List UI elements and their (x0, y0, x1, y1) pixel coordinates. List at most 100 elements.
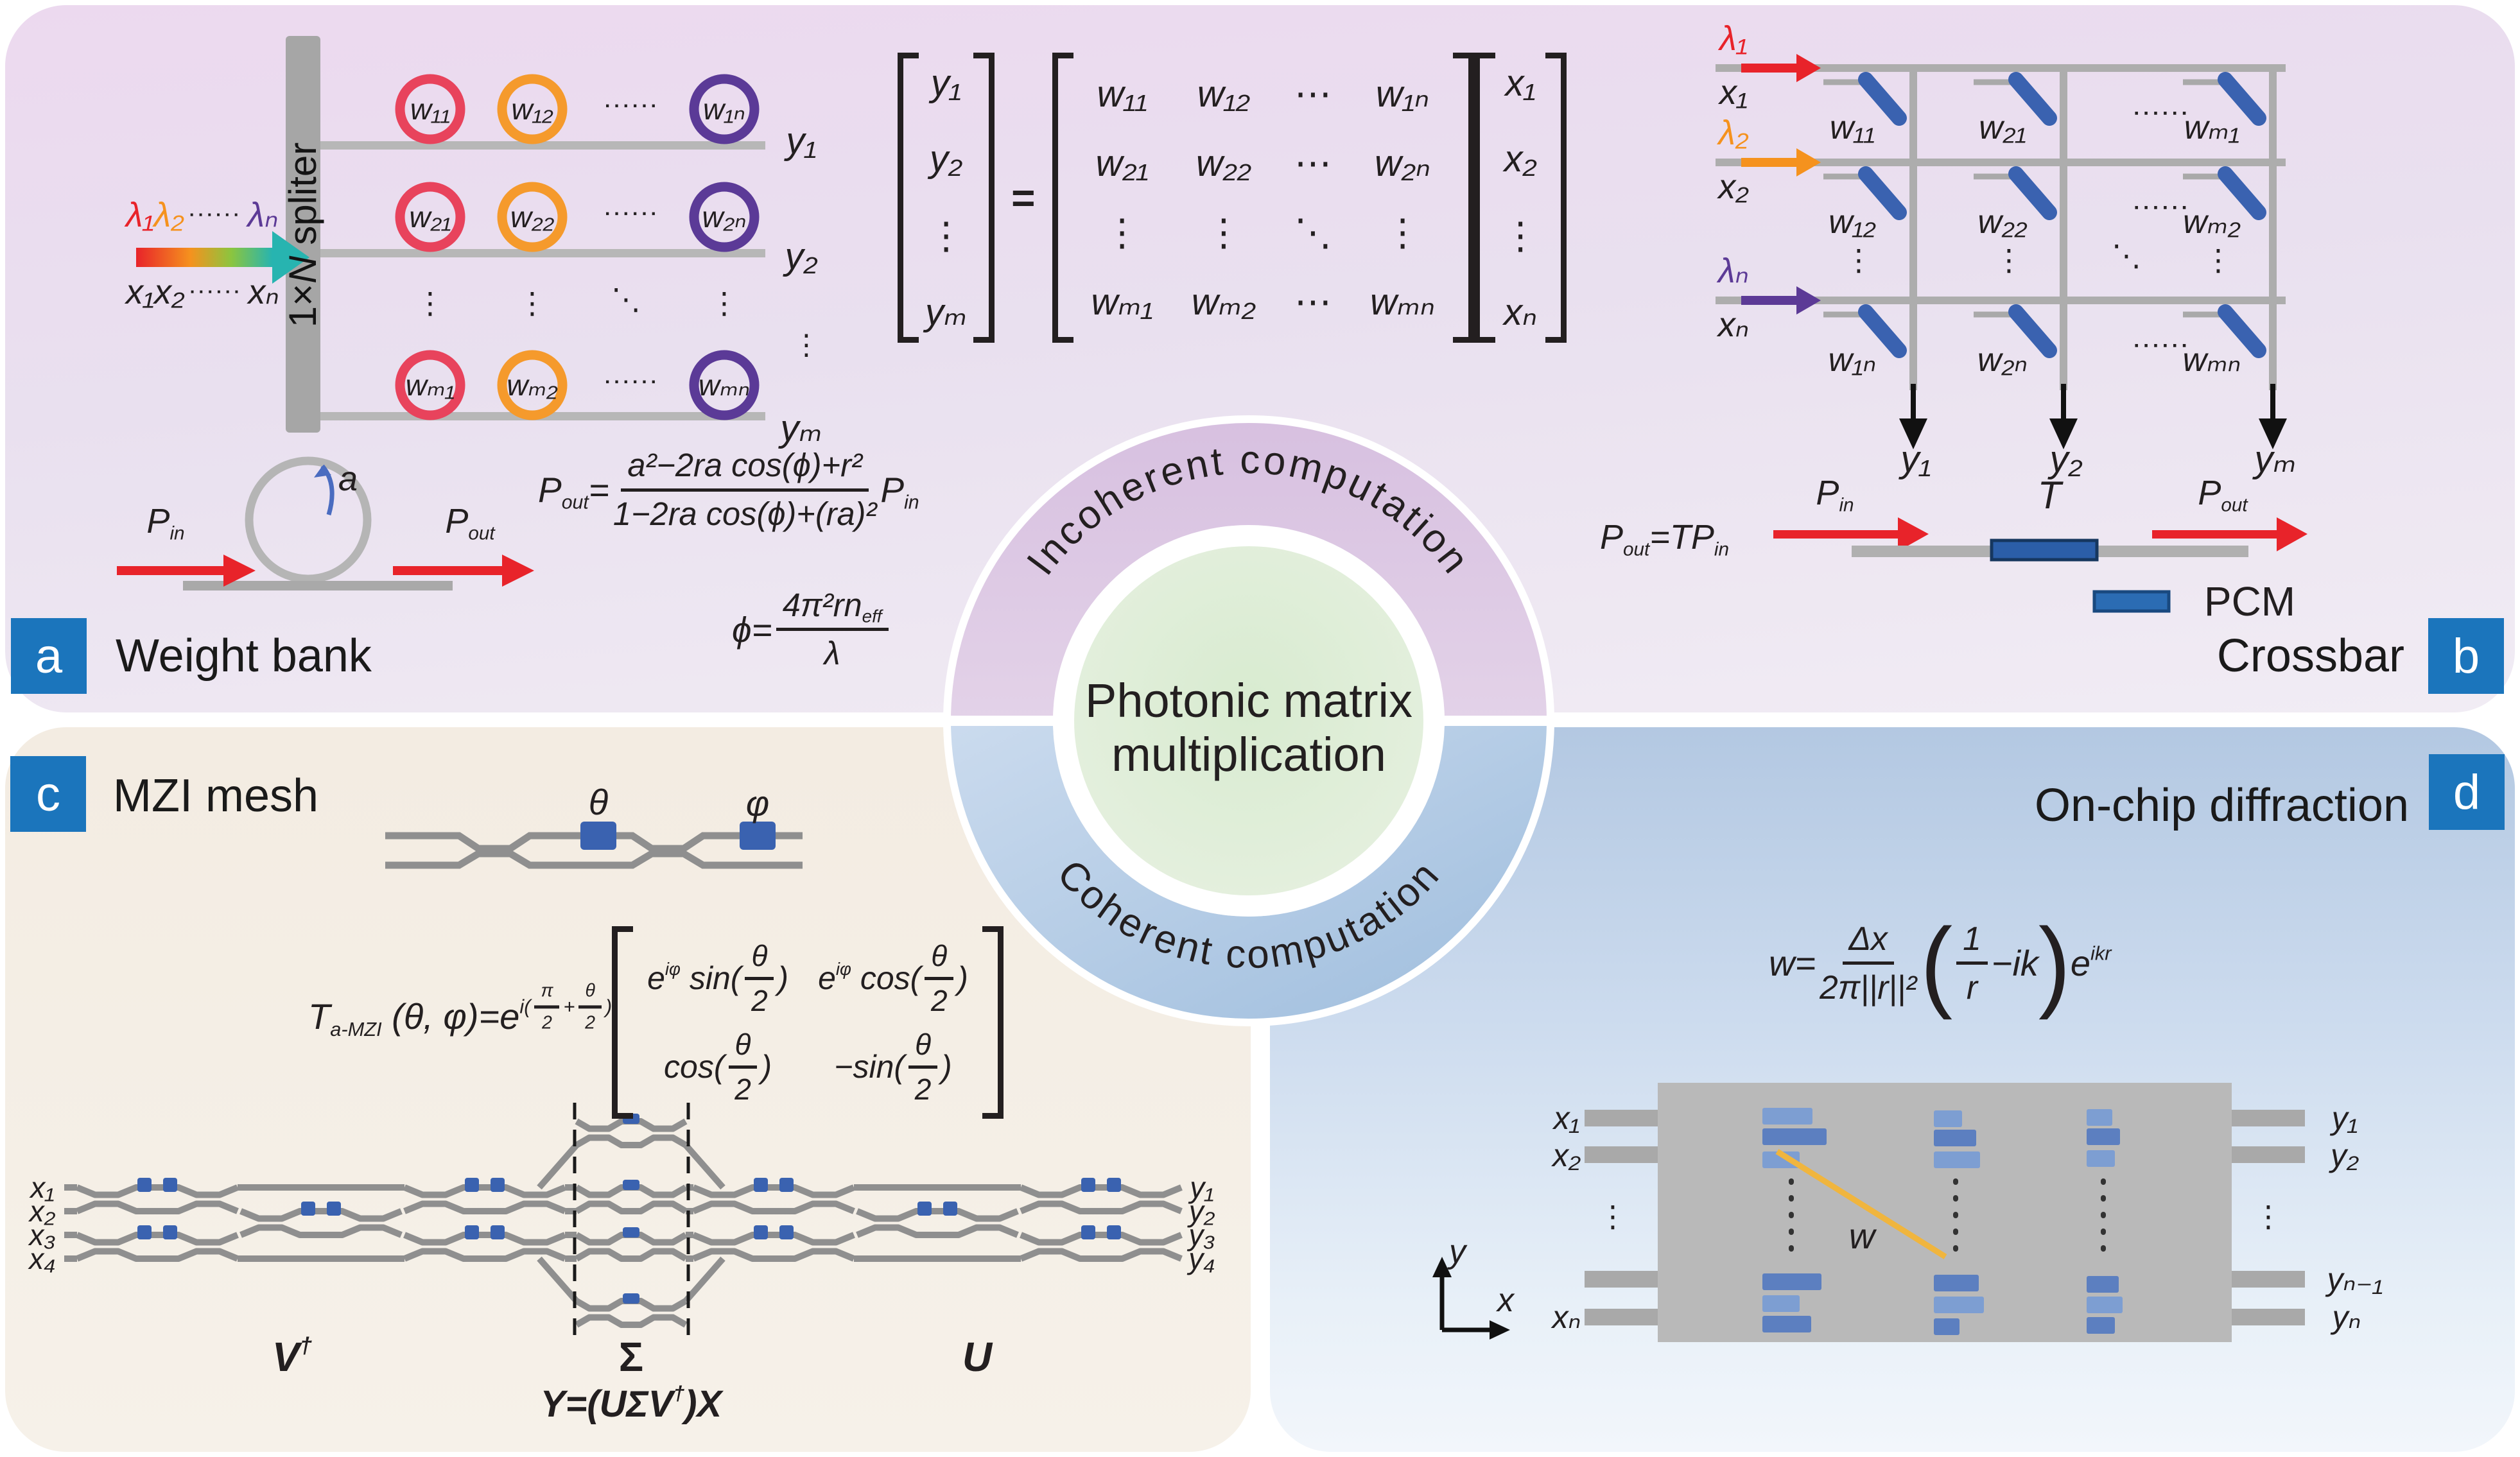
crossbar-weight-label: w₁₁ (1829, 109, 1875, 146)
weight-bank-title: Weight bank (116, 630, 372, 682)
chip-output-dots: ⋮ (2254, 1200, 2283, 1233)
mzi-unit (385, 822, 803, 869)
phi-phase-shifter (740, 822, 776, 850)
crossbar-output-label: y₁ (1900, 438, 1931, 480)
mzi-mesh-title: MZI mesh (113, 770, 319, 822)
crossbar-input-arrows (1741, 54, 1821, 315)
lambda1-label: λ₁ (126, 196, 154, 234)
y-vector: y₁ y₂ ⋮ yₘ (919, 53, 973, 343)
y-axis-label: y (1449, 1233, 1466, 1270)
ring-weight-label: wₘ₂ (507, 368, 558, 402)
pcm-transmission-sketch (1773, 517, 2307, 613)
crossbar-row-dots: ∙∙∙∙∙∙ (2133, 101, 2191, 125)
mesh-output-label: y₃ (1188, 1218, 1215, 1252)
bracket (1453, 53, 1475, 343)
ring-col-dots: ⋮ (517, 286, 547, 320)
center-wheel: Incoherent computation Coherent computat… (943, 415, 1554, 1026)
ring-diag-dots: ⋱ (611, 282, 641, 316)
vector-entry: x₁ (1505, 62, 1536, 104)
x-axis-label: x (1497, 1282, 1514, 1319)
ring-weight-label: w₁ₙ (702, 92, 746, 126)
vector-entry: xₙ (1504, 291, 1538, 333)
pin-arrow (223, 555, 256, 587)
splitter-label: 1×N spliter (281, 142, 324, 328)
ring-weight-label: w₁₂ (511, 92, 553, 126)
crossbar-output-label: yₘ (2254, 438, 2297, 480)
vector-entry: y₁ (930, 62, 962, 104)
vector-entry: y₂ (930, 138, 963, 180)
bracket (973, 53, 995, 343)
crossbar-lambda-label: λₙ (1717, 252, 1750, 290)
right-paren: ) (2038, 906, 2071, 1020)
output-dots: ⋮ (792, 329, 821, 361)
mesh-output-label: y₄ (1188, 1242, 1215, 1275)
mesh-input-label: x₂ (29, 1194, 56, 1228)
ring-col-dots: ⋮ (415, 286, 445, 320)
ring-weight-label: wₘ₁ (405, 368, 455, 402)
theta-label: θ (588, 782, 609, 822)
chip-y1-label: y₁ (2331, 1100, 2358, 1136)
crossbar-weight-label: wₘ₁ (2184, 109, 2240, 146)
crossbar-output-label: y₂ (2049, 438, 2083, 480)
bracket (1052, 53, 1073, 343)
mesh-output-label: y₁ (1190, 1171, 1214, 1204)
x12-label: x₁x₂ (126, 273, 185, 311)
x-input-label: x₁x₂∙∙∙∙∙∙xₙ (126, 275, 279, 309)
bracket (612, 926, 634, 1119)
crossbar-weight-label: w₁ₙ (1828, 341, 1877, 379)
mesh-input-label: x₄ (29, 1242, 56, 1275)
w-path-line (1775, 1149, 1947, 1259)
on-chip-diffraction-title: On-chip diffraction (2035, 780, 2409, 831)
crossbar-col-dots: ⋮ (1994, 243, 2024, 277)
bracket (898, 53, 919, 343)
lambda-dots: ∙∙∙∙∙∙ (189, 205, 243, 225)
weight-bank-output-label: y₁ (786, 120, 817, 162)
center-circle (1074, 546, 1423, 895)
bracket (1545, 53, 1567, 343)
crossbar-title: Crossbar (2216, 630, 2404, 682)
bracket (982, 926, 1004, 1119)
chip-yn1-label: yₙ₋₁ (2327, 1261, 2383, 1297)
xn-label: xₙ (248, 273, 279, 311)
x-dots: ∙∙∙∙∙∙ (189, 282, 243, 302)
ring-weight-label: w₂₁ (409, 200, 451, 234)
crossbar-x-label: xₙ (1717, 306, 1750, 344)
chip-input-dots: ⋮ (1598, 1200, 1628, 1233)
transmission-label: T (2037, 474, 2062, 517)
x-vector: x₁ x₂ ⋮ xₙ (1495, 53, 1545, 343)
phi-label: φ (745, 783, 770, 823)
chip-x2-label: x₂ (1552, 1137, 1581, 1173)
crossbar-cells (1823, 72, 2266, 358)
mzi-mesh-network (64, 1114, 1183, 1328)
ring-row-dots: ∙∙∙∙∙∙ (604, 203, 661, 225)
ring-weight-label: w₁₁ (410, 92, 451, 126)
mesh-input-label: x₁ (30, 1171, 55, 1204)
ring-col-dots: ⋮ (709, 286, 739, 320)
crossbar-x-label: x₁ (1719, 73, 1748, 112)
bus-row-2 (320, 249, 765, 257)
left-paren: ( (1920, 906, 1953, 1020)
chip-waveguide-stubs (1585, 1110, 2305, 1325)
w-weight-label: w (1848, 1216, 1875, 1256)
crossbar-diagram (1716, 54, 2307, 613)
weight-bank-output-label: yₘ (780, 408, 822, 449)
chip-x1-label: x₁ (1553, 1100, 1580, 1136)
crossbar-col-dots: ⋮ (1844, 243, 1873, 277)
diffraction-chip (1432, 1083, 2305, 1342)
microring-grid (395, 74, 760, 420)
vector-entry: yₘ (925, 291, 968, 333)
chip-xn-label: xₙ (1552, 1299, 1581, 1335)
metaline-slots (1762, 1108, 2123, 1335)
